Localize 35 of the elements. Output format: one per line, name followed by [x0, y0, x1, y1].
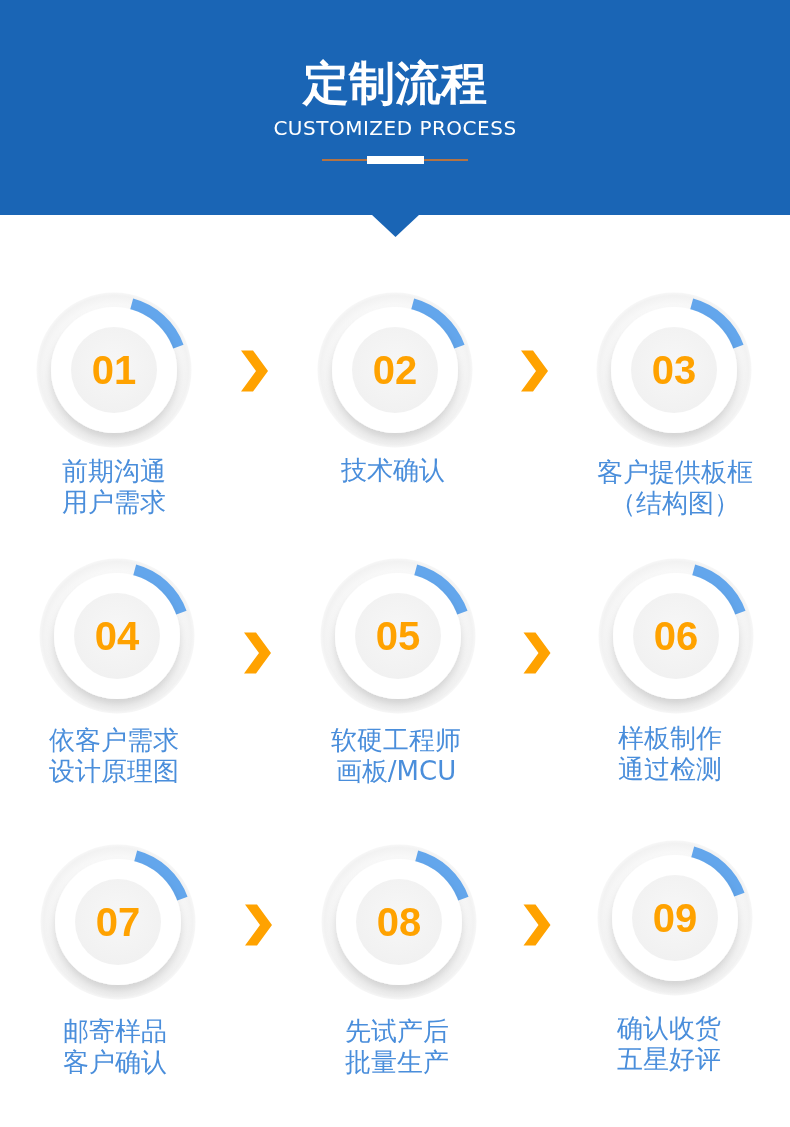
chevron-arrow [523, 632, 551, 674]
page-title: 定制流程 [303, 55, 487, 112]
chevron-arrow [523, 904, 551, 946]
step-circle [40, 844, 196, 1000]
chevron-arrow [241, 350, 268, 392]
step-caption: 技术确认 [340, 455, 446, 486]
step-number: 08 [376, 900, 422, 944]
chevron-arrow [244, 632, 271, 674]
step-caption: 先试产后批量生产 [344, 1016, 450, 1078]
step-circle [317, 292, 473, 448]
step-number: 01 [91, 348, 137, 392]
chevron-arrow [521, 350, 548, 392]
step-caption: 样板制作通过检测 [617, 723, 723, 785]
step-caption: 软硬工程师画板/MCU [330, 725, 462, 787]
step-caption: 客户提供板框（结构图） [596, 457, 754, 519]
chevron-arrow [245, 904, 272, 946]
step-caption: 前期沟通用户需求 [61, 456, 167, 518]
step-caption: 确认收货五星好评 [616, 1013, 722, 1075]
step-caption: 邮寄样品客户确认 [62, 1016, 168, 1078]
step-number: 05 [375, 614, 421, 658]
step-number: 04 [94, 614, 140, 658]
step-circle [321, 844, 477, 1000]
step-circle [320, 558, 476, 714]
step-circle [36, 292, 192, 448]
step-number: 02 [372, 348, 418, 392]
step-circle [598, 558, 754, 714]
step-circle [596, 292, 752, 448]
step-number: 07 [95, 900, 141, 944]
step-number: 06 [653, 614, 699, 658]
step-circle [597, 840, 753, 996]
page-subtitle: CUSTOMIZED PROCESS [273, 115, 517, 141]
step-caption: 依客户需求设计原理图 [48, 725, 180, 787]
step-circle [39, 558, 195, 714]
step-number: 09 [652, 896, 698, 940]
step-number: 03 [651, 348, 697, 392]
